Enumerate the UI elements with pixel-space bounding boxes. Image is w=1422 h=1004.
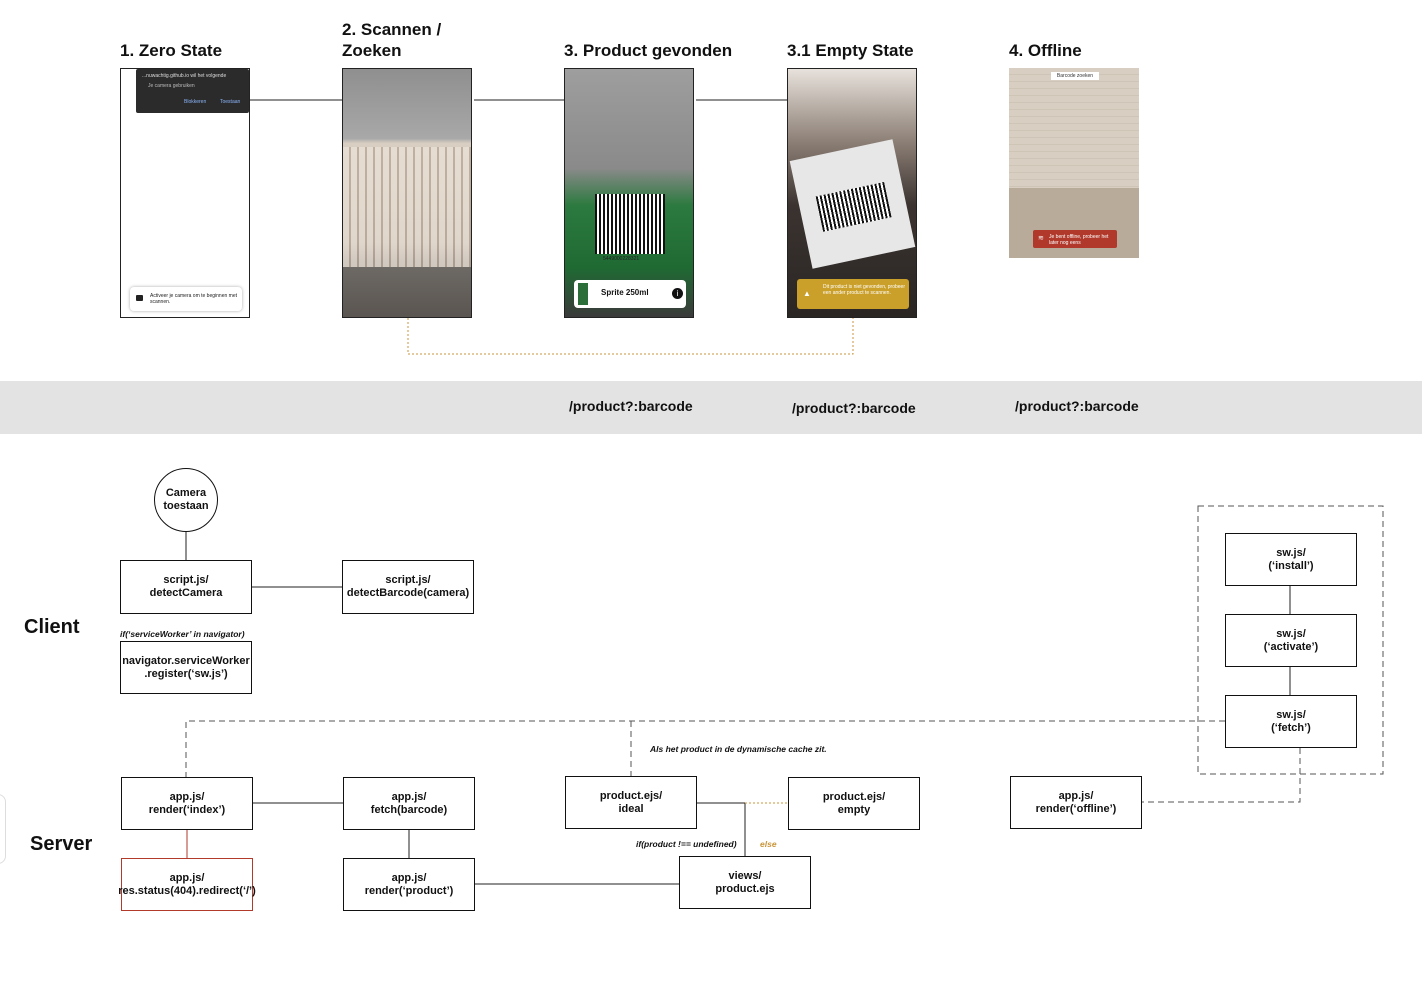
node-status-404: app.js/ res.status(404).redirect(‘/’) bbox=[118, 858, 256, 911]
note-else: else bbox=[760, 839, 777, 849]
node-render-product: app.js/ render(‘product’) bbox=[343, 858, 475, 911]
offline-message: Je bent offline, probeer het later nog e… bbox=[1049, 234, 1109, 246]
node-views-product: views/ product.ejs bbox=[679, 856, 811, 909]
phone-product-found: 5449000228321 Sprite 250ml i bbox=[564, 68, 694, 318]
screen-title-zero-state: 1. Zero State bbox=[120, 41, 223, 60]
camera-hint-card: Activeer je camera om te beginnen met sc… bbox=[130, 287, 242, 311]
section-server: Server bbox=[30, 833, 93, 855]
camera-hint-text: Activeer je camera om te beginnen met sc… bbox=[150, 293, 237, 305]
permission-item: Je camera gebruiken bbox=[148, 83, 195, 89]
phone-zero-state: ...nuwachtig.github.io wil het volgende … bbox=[120, 68, 250, 318]
barcode-image bbox=[595, 194, 665, 254]
connector-fetch-offline bbox=[1141, 748, 1301, 803]
product-label-image bbox=[343, 147, 471, 267]
node-detect-barcode: script.js/ detectBarcode(camera) bbox=[342, 560, 474, 614]
camera-icon bbox=[136, 295, 143, 301]
screen-title-offline: 4. Offline bbox=[1009, 41, 1082, 60]
route-offline: /product?:barcode bbox=[1015, 398, 1139, 414]
route-empty-state: /product?:barcode bbox=[792, 400, 916, 416]
warning-icon: ▲ bbox=[803, 289, 811, 298]
connector-scan-empty-dashed bbox=[407, 318, 854, 355]
node-sw-activate: sw.js/ (‘activate’) bbox=[1225, 614, 1357, 667]
node-product-empty: product.ejs/ empty bbox=[788, 777, 920, 830]
info-icon[interactable]: i bbox=[672, 288, 683, 299]
product-card[interactable]: Sprite 250ml i bbox=[574, 280, 686, 308]
note-product-check: if(product !== undefined) bbox=[636, 839, 737, 849]
node-sw-register: navigator.serviceWorker .register(‘sw.js… bbox=[120, 641, 252, 694]
route-product-found: /product?:barcode bbox=[569, 398, 693, 414]
screen-title-scan: 2. Scannen / Zoeken bbox=[342, 20, 442, 60]
node-render-offline: app.js/ render(‘offline’) bbox=[1010, 776, 1142, 829]
note-sw-check: if(‘serviceWorker’ in navigator) bbox=[120, 629, 245, 639]
node-sw-install: sw.js/ (‘install’) bbox=[1225, 533, 1357, 586]
node-camera-toestaan: Camera toestaan bbox=[154, 468, 218, 532]
screen-title-empty-state: 3.1 Empty State bbox=[787, 41, 914, 60]
offline-toast: ≋ Je bent offline, probeer het later nog… bbox=[1033, 230, 1117, 248]
phone-empty-state: ▲ Dit product is niet gevonden, probeer … bbox=[787, 68, 917, 318]
note-dynamic-cache: Als het product in de dynamische cache z… bbox=[650, 744, 827, 754]
product-name: Sprite 250ml bbox=[601, 288, 649, 297]
phone-offline: Barcode zoeken ≋ Je bent offline, probee… bbox=[1009, 68, 1139, 258]
section-client: Client bbox=[24, 616, 80, 638]
route-band bbox=[0, 381, 1422, 434]
phone-scanning bbox=[342, 68, 472, 318]
offline-search-button[interactable]: Barcode zoeken bbox=[1051, 72, 1099, 80]
wifi-icon: ≋ bbox=[1038, 235, 1044, 242]
barcode-image-empty bbox=[815, 181, 892, 232]
permission-text: ...nuwachtig.github.io wil het volgende bbox=[142, 73, 227, 79]
service-worker-group bbox=[1197, 505, 1384, 775]
node-product-ideal: product.ejs/ ideal bbox=[565, 776, 697, 829]
barcode-digits: 5449000228321 bbox=[603, 256, 640, 262]
screen-title-product-found: 3. Product gevonden bbox=[564, 41, 733, 60]
block-button[interactable]: Blokkeren bbox=[184, 99, 207, 105]
node-detect-camera: script.js/ detectCamera bbox=[120, 560, 252, 614]
product-thumbnail bbox=[578, 283, 588, 305]
edge-fragment bbox=[0, 794, 6, 864]
empty-message: Dit product is niet gevonden, probeer ee… bbox=[823, 284, 905, 296]
empty-warning-card: ▲ Dit product is niet gevonden, probeer … bbox=[797, 279, 909, 309]
allow-button[interactable]: Toestaan bbox=[220, 99, 241, 105]
node-fetch-barcode: app.js/ fetch(barcode) bbox=[343, 777, 475, 830]
permission-dialog: ...nuwachtig.github.io wil het volgende … bbox=[136, 69, 249, 113]
node-render-index: app.js/ render(‘index’) bbox=[121, 777, 253, 830]
node-sw-fetch: sw.js/ (‘fetch’) bbox=[1225, 695, 1357, 748]
product-package-image bbox=[789, 139, 916, 269]
